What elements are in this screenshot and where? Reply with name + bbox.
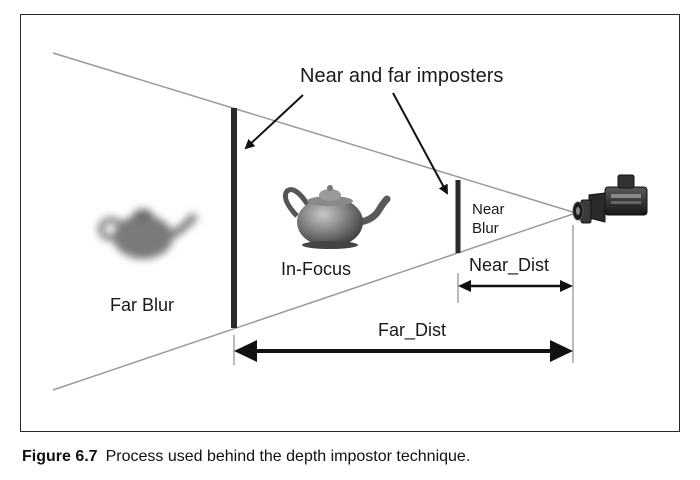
teapot-icon [282, 185, 391, 249]
near-dist-arrowhead-left [458, 280, 471, 292]
camera-icon [572, 174, 648, 224]
near-blur-label-line2: Blur [472, 220, 499, 237]
frustum-top-line [52, 52, 577, 214]
blurred-teapot-icon [98, 209, 199, 259]
depth-impostor-diagram [52, 52, 648, 391]
callout-label: Near and far imposters [300, 65, 504, 87]
far-blur-label: Far Blur [110, 295, 175, 315]
callout-arrow-far [244, 94, 304, 150]
figure-number: Figure 6.7 [22, 448, 98, 465]
frustum-bottom-line [52, 212, 577, 391]
far-dist-arrowhead-left [234, 340, 257, 362]
in-focus-label: In-Focus [281, 259, 352, 279]
far-dist-arrowhead-right [550, 340, 573, 362]
far-dist-label: Far_Dist [378, 320, 447, 340]
figure-caption: Figure 6.7 Process used behind the depth … [22, 448, 470, 466]
figure-frame: Near and far imposters Far Blur In-Focus… [20, 14, 680, 432]
callout-arrow-near [392, 92, 448, 195]
caption-text: Process used behind the depth impostor t… [105, 448, 471, 465]
near-dist-label: Near_Dist [469, 255, 550, 275]
near-blur-label-line1: Near [472, 201, 505, 218]
near-dist-arrowhead-right [560, 280, 573, 292]
